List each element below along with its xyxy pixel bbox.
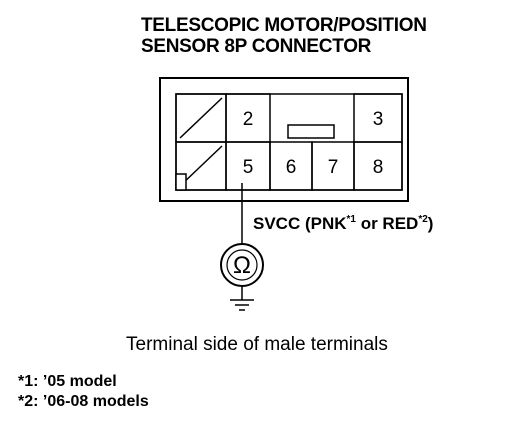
connector-title-line-2: SENSOR 8P CONNECTOR (141, 36, 372, 57)
ohmmeter-icon: Ω (220, 243, 264, 287)
ground-icon (230, 299, 254, 311)
lock-notch (175, 173, 187, 191)
view-caption: Terminal side of male terminals (126, 334, 388, 355)
connector-title-line-1: TELESCOPIC MOTOR/POSITION (141, 15, 427, 36)
terminal-2-label: 2 (243, 109, 254, 130)
terminal-7-label: 7 (328, 157, 339, 178)
ohm-symbol: Ω (233, 252, 251, 279)
connector-key (287, 124, 335, 139)
terminal-8-cell (353, 141, 403, 191)
footnote-2: *2: ’06-08 models (18, 393, 149, 410)
terminal-6-label: 6 (286, 157, 297, 178)
terminal-8-label: 8 (373, 157, 384, 178)
terminal-5-label: 5 (243, 157, 254, 178)
connector-housing (159, 77, 409, 202)
terminal-3-label: 3 (373, 109, 384, 130)
blank-cavity-top (175, 93, 227, 143)
footnote-1: *1: ’05 model (18, 373, 117, 390)
signal-label: SVCC (PNK*1 or RED*2) (253, 214, 433, 233)
